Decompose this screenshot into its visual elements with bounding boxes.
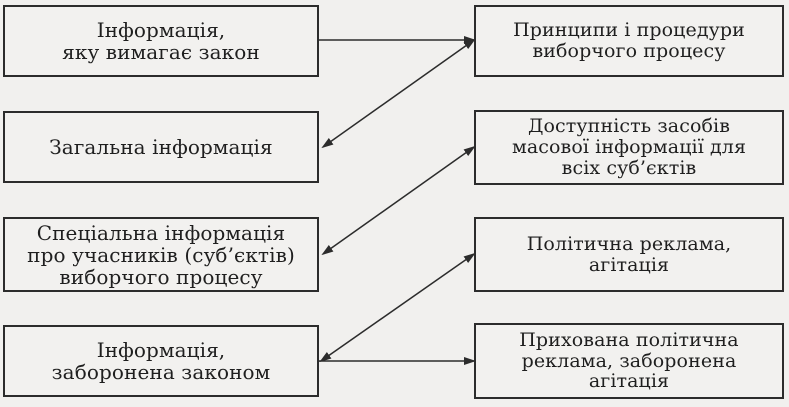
- right-box-media-accessibility-text: Доступність засобів масової інформації д…: [511, 115, 747, 179]
- right-box-media-accessibility: Доступність засобів масової інформації д…: [474, 110, 784, 185]
- connector-left2-right1: [321, 38, 476, 149]
- left-box-special-information: Спеціальна інформація про учасників (суб…: [3, 217, 319, 292]
- left-box-forbidden-information: Інформація, заборонена законом: [3, 325, 319, 397]
- left-box-forbidden-information-text: Інформація, заборонена законом: [51, 338, 271, 384]
- connector-left4-right3: [319, 252, 476, 363]
- left-box-special-information-text: Спеціальна інформація про учасників (суб…: [27, 220, 295, 289]
- left-box-required-information: Інформація, яку вимагає закон: [3, 5, 319, 77]
- right-box-political-advertising-text: Політична реклама, агітація: [526, 232, 732, 276]
- left-box-general-information: Загальна інформація: [3, 111, 319, 183]
- right-box-hidden-political-advertising: Прихована політична реклама, заборонена …: [474, 323, 784, 399]
- connector-left3-right2: [321, 145, 476, 256]
- right-box-political-advertising: Політична реклама, агітація: [474, 217, 784, 292]
- left-box-general-information-text: Загальна інформація: [49, 135, 273, 159]
- left-box-required-information-text: Інформація, яку вимагає закон: [62, 18, 260, 64]
- right-box-hidden-political-advertising-text: Прихована політична реклама, заборонена …: [519, 328, 739, 393]
- right-box-principles-procedures-text: Принципи і процедури виборчого процесу: [513, 19, 745, 62]
- right-box-principles-procedures: Принципи і процедури виборчого процесу: [474, 5, 784, 77]
